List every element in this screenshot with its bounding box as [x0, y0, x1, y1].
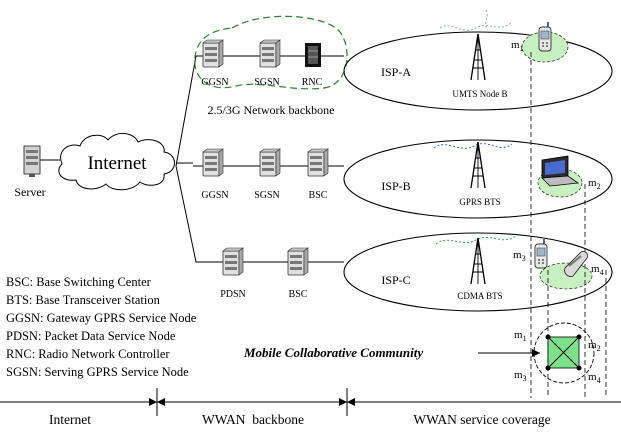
cdma-bts-tower-icon: [470, 237, 486, 285]
legend-item: RNC: Radio Network Controller: [6, 347, 170, 361]
row-b-label-2: SGSN: [254, 190, 280, 201]
row-c-label-2: BSC: [289, 289, 308, 300]
mesh-link: [547, 336, 580, 369]
signal-wave-a: [439, 9, 513, 31]
m1-phone-icon: [538, 21, 552, 52]
scale-arrowhead: [149, 398, 157, 406]
legend-item: SGSN: Serving GPRS Service Node: [6, 365, 189, 379]
community-m1-label: m1: [514, 329, 527, 343]
signal-wave-c: [435, 235, 517, 245]
server-label: Server: [14, 185, 45, 199]
legend-item: BTS: Base Transceiver Station: [6, 293, 161, 307]
mesh-node: [545, 334, 551, 340]
section-internet-label: Internet: [49, 412, 91, 427]
ggsn-node-icon: [202, 148, 224, 177]
legend-item: PDSN: Packet Data Service Node: [6, 329, 176, 343]
device-drop-lines: [530, 52, 607, 398]
mesh-node: [545, 365, 551, 371]
isp-b-coverage: [343, 139, 613, 219]
umts-node-b-tower-icon: [470, 33, 486, 81]
isp-b-station-label: GPRS BTS: [459, 197, 500, 207]
mesh-node: [576, 365, 582, 371]
scale-arrowhead: [347, 398, 355, 406]
signal-wave-b: [433, 143, 513, 149]
row-a-label-3: RNC: [302, 77, 323, 88]
rnc-node-icon: [305, 43, 321, 67]
legend-item: GGSN: Gateway GPRS Service Node: [6, 311, 197, 325]
community-label: Mobile Collaborative Community: [243, 345, 423, 360]
internet-cloud: [58, 133, 175, 191]
row-c-label-1: PDSN: [220, 289, 246, 300]
row-a-label-2: SGSN: [254, 77, 280, 88]
abbreviation-legend: BSC: Base Switching Center BTS: Base Tra…: [6, 275, 197, 379]
m3-phone-icon: [534, 238, 548, 269]
legend-item: BSC: Base Switching Center: [6, 275, 152, 289]
isp-c-coverage: [343, 232, 613, 312]
isp-b-label: ISP-B: [381, 179, 410, 193]
isp-a-coverage: [343, 31, 613, 111]
community-m3-label: m3: [514, 369, 527, 383]
community-m2-label: m2: [588, 339, 601, 353]
server-icon: [23, 145, 41, 177]
bsc-node-icon: [287, 247, 309, 276]
link-trunk-row-a: [175, 55, 332, 167]
ggsn-node-icon: [202, 39, 224, 68]
row-b-label-1: GGSN: [201, 190, 228, 201]
row-b-label-3: BSC: [309, 190, 328, 201]
m4-flip-phone-icon: [564, 251, 588, 277]
sgsn-node-icon: [259, 39, 281, 68]
m1-label: m1: [511, 39, 524, 53]
m4-label: m4: [591, 263, 604, 277]
community-circle: [533, 322, 595, 384]
mesh-node: [576, 334, 582, 340]
backbone-group-outline: [194, 15, 348, 90]
sgsn-node-icon: [259, 148, 281, 177]
section-coverage-label: WWAN service coverage: [413, 412, 550, 427]
m2-label: m2: [588, 177, 601, 191]
bsc-node-icon: [307, 148, 329, 177]
isp-c-station-label: CDMA BTS: [457, 291, 502, 301]
backbone-group-label: 2.5/3G Network backbone: [208, 103, 335, 117]
m3-label: m3: [513, 249, 526, 263]
internet-cloud-label: Internet: [87, 153, 147, 174]
gprs-bts-tower-icon: [470, 141, 486, 189]
m2-laptop-icon: [541, 155, 580, 187]
isp-a-station-label: UMTS Node B: [452, 89, 507, 99]
scale-arrowhead: [339, 398, 347, 406]
scale-arrowhead: [157, 398, 165, 406]
isp-c-label: ISP-C: [381, 273, 410, 287]
community-arrowhead: [532, 349, 540, 357]
row-a-label-1: GGSN: [201, 77, 228, 88]
link-trunk-row-c: [175, 165, 344, 263]
community-m4-label: m4: [588, 371, 601, 385]
section-backbone-label: WWAN backbone: [202, 412, 304, 427]
isp-a-label: ISP-A: [381, 65, 411, 79]
pdsn-node-icon: [222, 247, 244, 276]
m3m4-coverage-area: [539, 262, 593, 290]
